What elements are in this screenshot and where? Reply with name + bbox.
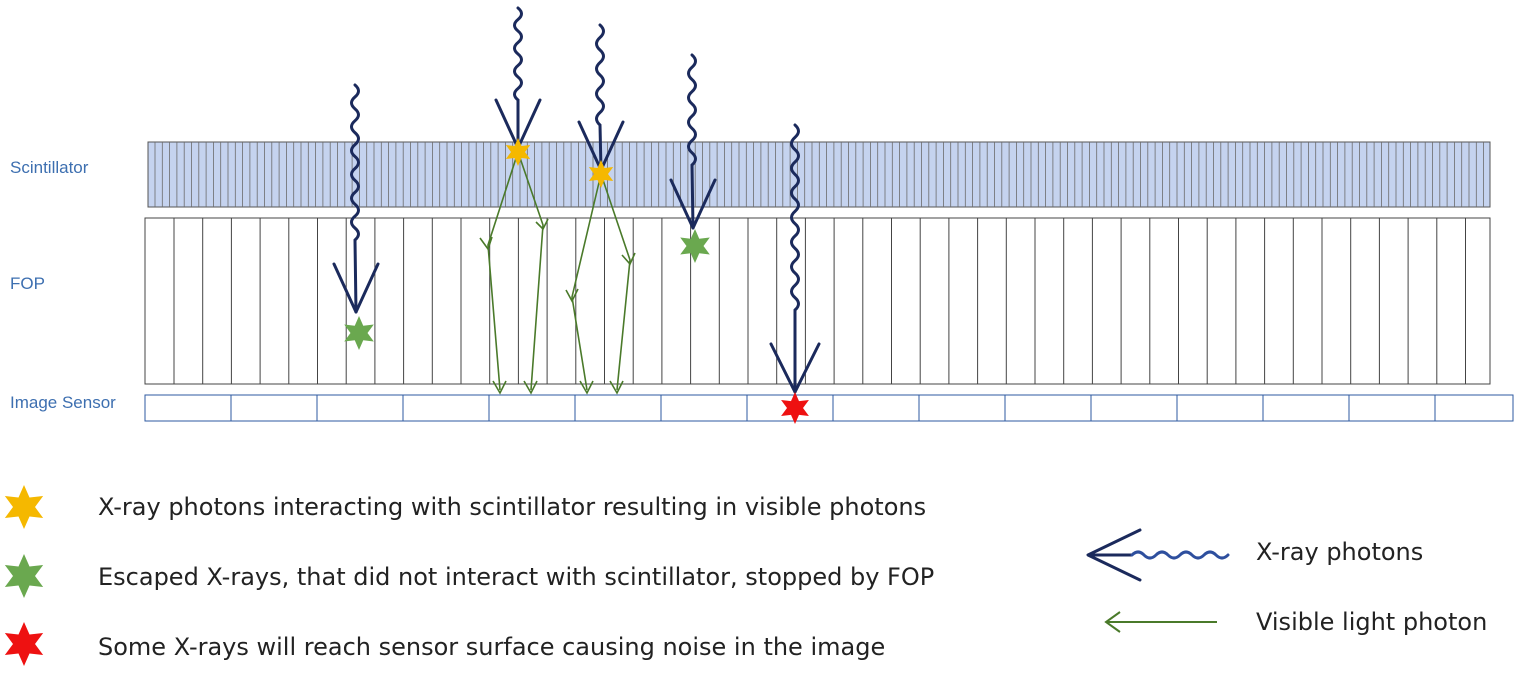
visible-arrowhead <box>523 380 538 395</box>
visible-light-photons <box>479 151 636 395</box>
visible-arrowhead <box>579 380 594 395</box>
xray-key-text: X-ray photons <box>1256 538 1423 566</box>
visible-arrowhead <box>535 218 549 231</box>
xray-arrowhead <box>669 178 717 230</box>
fop-layer <box>144 217 1491 385</box>
xray-photon-path <box>595 23 605 172</box>
visible-key-icon <box>1104 611 1217 633</box>
xray-photon-path <box>790 123 800 394</box>
fop-fibers <box>173 218 1466 384</box>
image-sensor-layer <box>144 394 1514 422</box>
visible-ray <box>571 173 602 391</box>
legend-red-text: Some X-rays will reach sensor surface ca… <box>98 633 885 661</box>
green-star-icon <box>4 554 44 598</box>
legend-yellow-text: X-ray photons interacting with scintilla… <box>98 493 926 521</box>
visible-arrowhead <box>479 236 493 251</box>
xray-photon-path <box>687 53 697 230</box>
visible-ray <box>600 173 631 391</box>
visible-ray <box>487 151 519 391</box>
red-star-icon <box>4 622 44 666</box>
xray-key-icon <box>1086 528 1230 582</box>
scintillator-columns <box>154 142 1484 207</box>
image-sensor-label: Image Sensor <box>10 393 116 412</box>
visible-arrowhead <box>609 380 624 395</box>
visible-arrowhead <box>492 380 507 395</box>
image-sensor-pixels <box>230 395 1436 421</box>
xray-arrowhead <box>332 262 380 314</box>
fop-label: FOP <box>10 274 45 293</box>
yellow-star-icon <box>4 485 44 529</box>
visible-arrowhead <box>621 252 636 266</box>
scintillator-label: Scintillator <box>10 158 89 177</box>
legend-green-text: Escaped X-rays, that did not interact wi… <box>98 563 934 591</box>
xray-photon-path <box>350 83 360 314</box>
visible-key-text: Visible light photon <box>1256 608 1487 636</box>
visible-ray <box>517 151 544 391</box>
visible-arrowhead <box>565 288 579 303</box>
xray-photon-path <box>513 6 523 150</box>
